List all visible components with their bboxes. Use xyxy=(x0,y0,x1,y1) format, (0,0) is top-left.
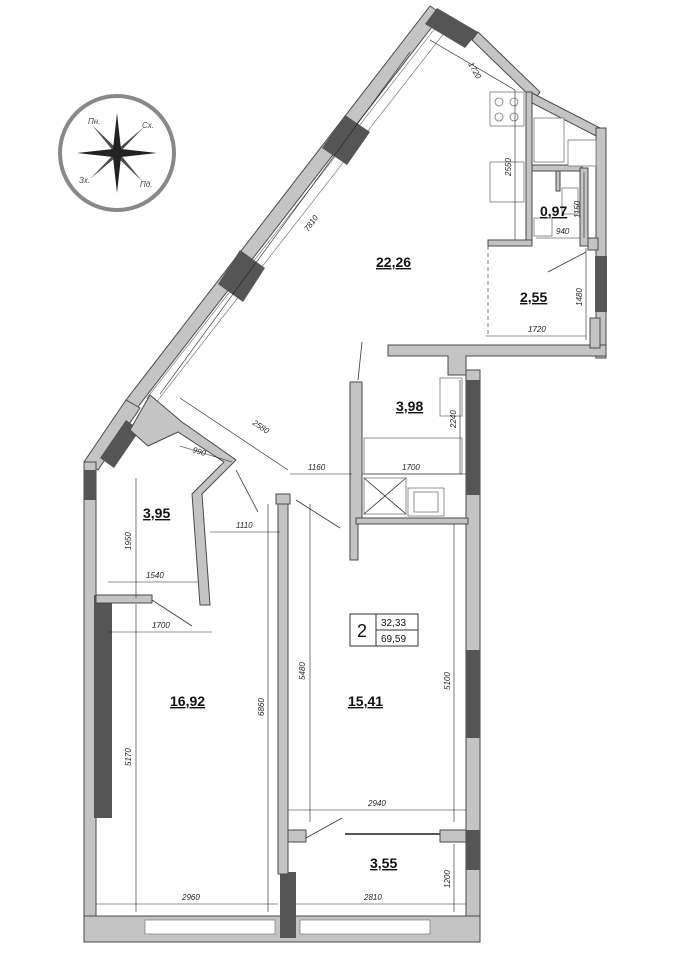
top-right-wall xyxy=(471,31,541,101)
compass-north-label: Пн. xyxy=(88,117,100,126)
dim-2580: 2580 xyxy=(250,418,271,436)
bottom-glass-right xyxy=(299,919,431,935)
wc-wall-bottom xyxy=(487,239,533,247)
washer-icon xyxy=(567,139,597,167)
door-swings xyxy=(151,251,587,839)
balcony-partition-right xyxy=(439,829,467,843)
dim-6860: 6860 xyxy=(257,698,266,716)
step-wall xyxy=(387,344,607,376)
left-window-1 xyxy=(84,470,96,500)
dim-2940: 2940 xyxy=(367,799,386,808)
left-corner-window xyxy=(100,420,140,468)
room-area-living-kitchen: 22,26 xyxy=(376,254,411,270)
left-window-2 xyxy=(94,595,112,700)
room-area-laundry: 2,55 xyxy=(520,289,547,305)
dim-940: 940 xyxy=(556,227,570,236)
wc-partition-v xyxy=(555,170,561,192)
dim-2240: 2240 xyxy=(449,410,458,429)
dim-1700-bed: 1700 xyxy=(152,621,170,630)
center-partition xyxy=(277,493,289,875)
bedroom-wall-stub xyxy=(95,594,153,604)
dim-1150: 1150 xyxy=(573,200,582,218)
dim-1110: 1110 xyxy=(236,521,253,530)
left-corner-wall xyxy=(83,399,141,471)
compass-west-label: Зх. xyxy=(79,176,90,185)
bathtub-icon xyxy=(363,437,463,475)
compass-ring xyxy=(58,94,176,212)
room-area-bedroom-right: 15,41 xyxy=(348,693,383,709)
wc-sink-icon xyxy=(533,217,553,237)
dim-1480: 1480 xyxy=(575,288,584,306)
bath-wall-left xyxy=(349,381,363,561)
total-area-value: 69,59 xyxy=(381,634,406,645)
bath-sink-icon xyxy=(439,377,463,417)
facade-window-3 xyxy=(218,250,265,302)
room-area-balcony: 3,55 xyxy=(370,855,397,871)
dim-1700-bath: 1700 xyxy=(402,463,420,472)
room-area-bathroom: 3,98 xyxy=(396,398,423,414)
compass-south-label: Пд. xyxy=(140,180,152,189)
right-window-1 xyxy=(466,380,480,495)
dim-1720-bottom: 1720 xyxy=(528,325,546,334)
dim-2960: 2960 xyxy=(181,893,200,902)
living-area-value: 32,33 xyxy=(381,618,406,629)
facade-window-1 xyxy=(425,8,478,48)
room-area-bedroom-left: 16,92 xyxy=(170,693,205,709)
shower-icon xyxy=(533,117,565,163)
room-area-small-wc: 0,97 xyxy=(540,203,567,219)
laundry-wall-right xyxy=(587,237,599,251)
dim-1950: 1950 xyxy=(124,532,133,550)
dim-1540: 1540 xyxy=(146,571,164,580)
dim-5100: 5100 xyxy=(443,672,452,690)
left-window-3 xyxy=(94,700,112,818)
bottom-pillar xyxy=(280,872,296,938)
room-area-hall: 3,95 xyxy=(143,505,170,521)
right-window-top xyxy=(595,256,607,312)
room-labels: 22,26 0,97 2,55 3,98 3,95 16,92 15,41 3,… xyxy=(143,203,567,871)
center-partition-head xyxy=(275,493,291,505)
dim-1160: 1160 xyxy=(308,463,326,472)
bottom-glass-left xyxy=(144,919,276,935)
bath-wall-bottom xyxy=(355,517,469,525)
rooms-count: 2 xyxy=(357,621,367,641)
dim-2810: 2810 xyxy=(363,893,382,902)
laundry-wall-lower xyxy=(589,317,601,349)
right-window-3 xyxy=(466,830,480,870)
dim-7810: 7810 xyxy=(302,213,320,233)
dim-1200: 1200 xyxy=(443,870,452,888)
apartment-summary-box: 2 32,33 69,59 xyxy=(349,613,419,647)
compass: Пн. Сх. Зх. Пд. xyxy=(58,94,176,212)
dimension-lines xyxy=(96,39,587,912)
kitchen-sink-icon xyxy=(489,161,525,203)
interior-walls xyxy=(95,91,601,875)
dim-2550: 2550 xyxy=(504,158,513,177)
fixtures xyxy=(363,91,597,517)
hall-wall xyxy=(129,394,237,606)
kitchen-stove-icon xyxy=(489,91,525,127)
wc-wall-left xyxy=(525,91,533,245)
dim-1720-top: 1720 xyxy=(466,61,483,81)
balcony-partition-left xyxy=(287,829,307,843)
dim-990: 990 xyxy=(191,445,207,458)
compass-star-icon xyxy=(77,113,157,193)
dim-5480: 5480 xyxy=(298,662,307,680)
dim-5170: 5170 xyxy=(124,748,133,766)
right-window-2 xyxy=(466,650,480,738)
toilet-icon xyxy=(561,187,579,215)
compass-east-label: Сх. xyxy=(142,121,154,130)
